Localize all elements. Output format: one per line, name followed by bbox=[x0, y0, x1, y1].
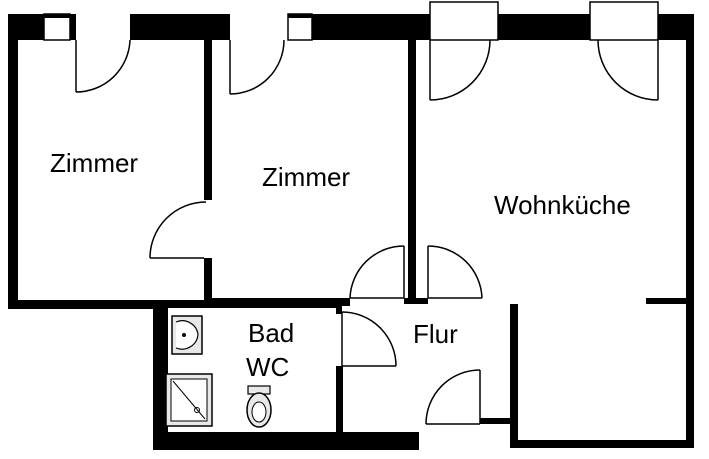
wall-bath-hall-top bbox=[336, 306, 342, 314]
top-wall-seg-2 bbox=[70, 14, 76, 40]
left-wall bbox=[8, 14, 18, 309]
door-zimmer2-top bbox=[229, 39, 285, 95]
outer-walls bbox=[8, 14, 694, 450]
top-wall-seg-5 bbox=[312, 14, 430, 40]
top-wall-seg-6 bbox=[498, 14, 590, 40]
bath-bottom-wall bbox=[153, 432, 419, 450]
door-kitchen-top-left bbox=[429, 39, 491, 101]
bath-left-wall bbox=[153, 300, 168, 450]
door-z2-hall bbox=[349, 245, 405, 299]
door-hall-bath bbox=[341, 311, 397, 367]
windows bbox=[43, 1, 659, 41]
window-2-sill bbox=[288, 14, 312, 18]
wall-kitchen-bottom-right bbox=[646, 298, 694, 304]
wall-bath-hall bbox=[336, 366, 343, 438]
bottom-wall-left bbox=[8, 300, 168, 309]
doors bbox=[75, 39, 659, 425]
wall-z1-z2-top bbox=[204, 40, 212, 200]
room-label-bad: Bad bbox=[248, 318, 294, 348]
toilet-icon bbox=[246, 385, 272, 428]
wall-annex-left bbox=[510, 304, 518, 448]
wall-hall-top-mid bbox=[404, 298, 428, 304]
window-4 bbox=[589, 1, 659, 41]
wall-z2-kitchen bbox=[408, 40, 416, 298]
hall-bottom-wall bbox=[480, 418, 516, 424]
door-zimmer1-top bbox=[75, 39, 131, 93]
right-wall bbox=[686, 14, 694, 448]
door-kitchen-hall bbox=[427, 245, 483, 299]
room-label-wc: WC bbox=[246, 352, 289, 382]
door-entrance bbox=[425, 369, 481, 425]
door-kitchen-top-right bbox=[597, 39, 659, 101]
window-1-sill bbox=[44, 14, 70, 18]
sink-icon bbox=[171, 315, 203, 355]
wall-bath-top bbox=[168, 300, 340, 308]
annex-bottom-wall bbox=[510, 440, 694, 448]
window-3 bbox=[429, 1, 499, 41]
interior-walls bbox=[168, 40, 694, 448]
room-label-flur: Flur bbox=[413, 319, 458, 349]
room-label-wohnkueche: Wohnküche bbox=[494, 190, 631, 220]
window-sills bbox=[44, 14, 312, 18]
top-wall-seg-3 bbox=[130, 14, 230, 40]
door-z1-z2 bbox=[149, 201, 207, 259]
room-label-zimmer-2: Zimmer bbox=[262, 162, 350, 192]
shower-icon bbox=[165, 373, 213, 427]
wall-z1-z2-bottom bbox=[204, 258, 212, 308]
room-label-zimmer-1: Zimmer bbox=[50, 148, 138, 178]
